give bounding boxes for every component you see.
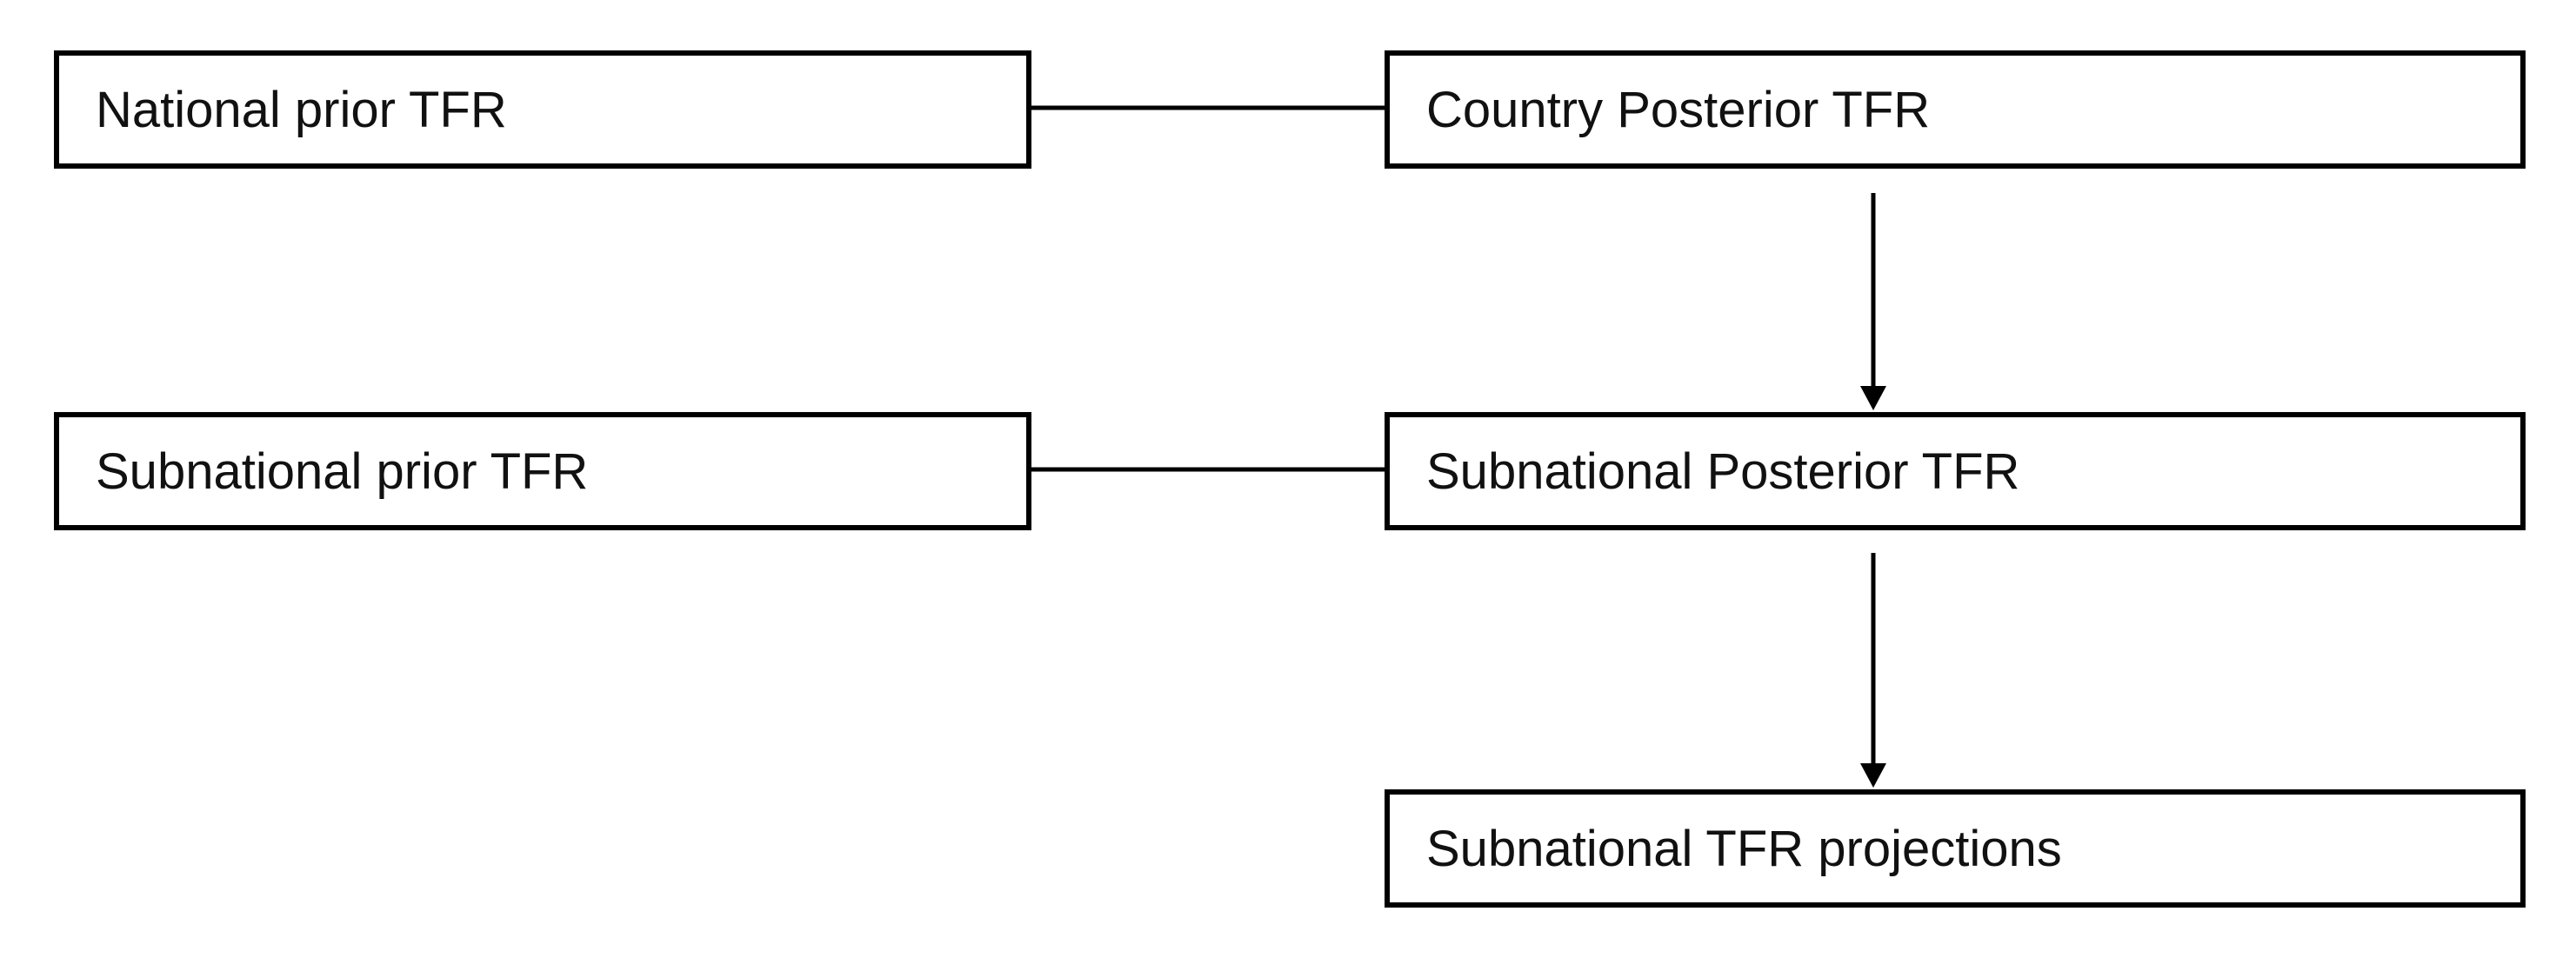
arrow-country-to-subnational-head bbox=[1860, 386, 1886, 410]
node-label: Subnational prior TFR bbox=[96, 442, 589, 500]
node-label: Subnational TFR projections bbox=[1426, 820, 2062, 877]
node-subnational-posterior-tfr: Subnational Posterior TFR bbox=[1385, 412, 2526, 530]
arrow-subnational-to-projections-head bbox=[1860, 763, 1886, 788]
node-subnational-prior-tfr: Subnational prior TFR bbox=[54, 412, 1031, 530]
node-country-posterior-tfr: Country Posterior TFR bbox=[1385, 50, 2526, 169]
node-label: Subnational Posterior TFR bbox=[1426, 442, 2020, 500]
node-label: Country Posterior TFR bbox=[1426, 81, 1931, 138]
node-subnational-tfr-projections: Subnational TFR projections bbox=[1385, 789, 2526, 908]
node-label: National prior TFR bbox=[96, 81, 507, 138]
node-national-prior-tfr: National prior TFR bbox=[54, 50, 1031, 169]
